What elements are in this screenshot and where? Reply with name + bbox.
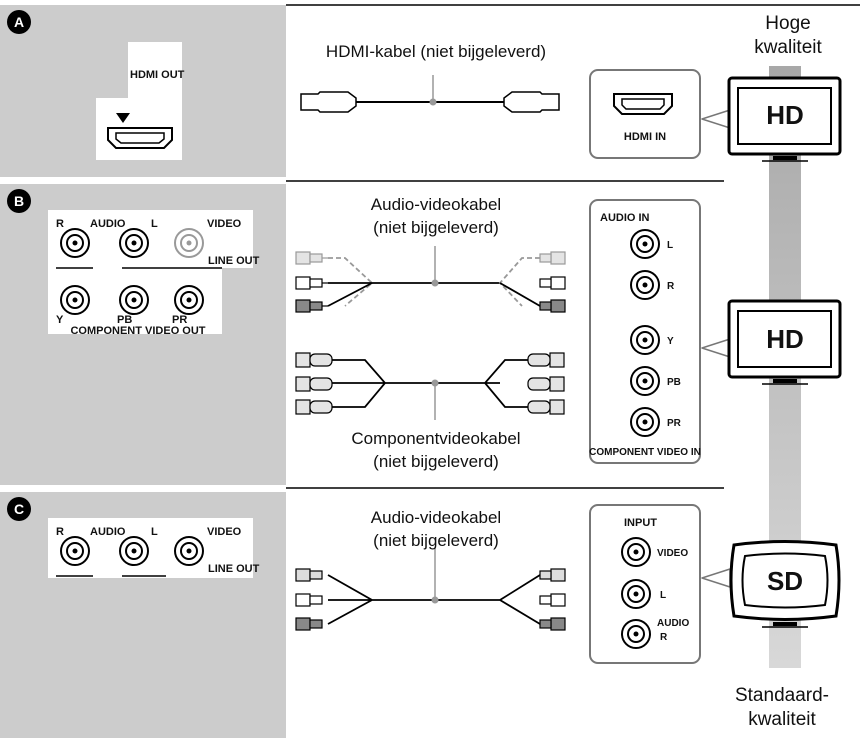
tv-hd-middle-label: HD [766, 324, 804, 354]
player-c-l-label: L [151, 526, 158, 538]
tv-b-audio-l-jack [630, 229, 660, 259]
tv-b-pb-jack [630, 366, 660, 396]
av-cable-c-label-line2: (niet bijgeleverd) [373, 531, 499, 550]
player-b-l-label: L [151, 218, 158, 230]
player-b-video-label: VIDEO [207, 218, 242, 230]
badge-b: B [7, 189, 31, 213]
player-c-audio-r-jack [60, 536, 90, 566]
player-c-audio-l-jack [119, 536, 149, 566]
hdmi-cable-icon [300, 75, 560, 113]
hdmi-cable-label: HDMI-kabel (niet bijgeleverd) [326, 42, 546, 61]
component-cable-icon [295, 352, 565, 420]
badge-a: A [7, 10, 31, 34]
hdmi-out-label: HDMI OUT [130, 69, 185, 81]
player-line-out-panel-b: R AUDIO L VIDEO LINE OUT Y PB PR COMPONE… [48, 210, 260, 337]
tv-b-r-label: R [667, 281, 675, 292]
quality-standard-label: Standaard-kwaliteit [734, 685, 829, 730]
tv-audio-component-in-panel: AUDIO IN L R Y PB PR COMPONENT VIDEO IN [589, 199, 701, 464]
player-hdmi-panel: HDMI OUT [96, 42, 185, 160]
tv-b-pb-label: PB [667, 377, 681, 388]
tv-b-y-jack [630, 325, 660, 355]
player-b-audio-r-jack [60, 228, 90, 258]
tv-b-audio-r-jack [630, 270, 660, 300]
tv-hd-middle: HD [701, 299, 842, 385]
player-b-r-label: R [56, 218, 64, 230]
component-video-in-label: COMPONENT VIDEO IN [589, 447, 701, 458]
tv-c-video-label: VIDEO [657, 548, 688, 559]
player-b-pb-label: PB [117, 314, 132, 326]
av-cable-c-label-line1: Audio-videokabel [371, 508, 501, 527]
av-cable-c-icon [295, 548, 566, 631]
player-b-audio-label: AUDIO [90, 218, 126, 230]
av-cable-b-icon [295, 246, 566, 313]
player-c-audio-label: AUDIO [90, 526, 126, 538]
tv-c-l-label: L [660, 590, 666, 601]
badge-b-label: B [14, 193, 24, 209]
player-b-y-label: Y [56, 314, 64, 326]
tv-hdmi-in-panel: HDMI IN [589, 69, 701, 159]
badge-c-label: C [14, 501, 24, 517]
player-b-pb-jack [119, 285, 149, 315]
av-cable-b-label-line2: (niet bijgeleverd) [373, 218, 499, 237]
player-b-pr-jack [174, 285, 204, 315]
component-video-out-label: COMPONENT VIDEO OUT [70, 325, 205, 337]
tv-c-audio-r-jack [621, 619, 651, 649]
down-triangle-icon [116, 113, 130, 123]
tv-hd-top: HD [701, 76, 842, 162]
quality-high-label: Hoge kwaliteit [754, 13, 822, 58]
tv-b-y-label: Y [667, 336, 674, 347]
player-c-r-label: R [56, 526, 64, 538]
tv-sd-bottom: SD [701, 540, 841, 628]
input-label: INPUT [624, 517, 657, 529]
tv-c-audio-l-jack [621, 579, 651, 609]
tv-b-l-label: L [667, 240, 673, 251]
player-b-video-jack [174, 228, 204, 258]
player-line-out-panel-c: R AUDIO L VIDEO LINE OUT [48, 518, 260, 578]
tv-c-video-jack [621, 537, 651, 567]
component-cable-label-line2: (niet bijgeleverd) [373, 452, 499, 471]
badge-a-label: A [14, 14, 24, 30]
player-c-video-label: VIDEO [207, 526, 242, 538]
audio-in-label: AUDIO IN [600, 212, 650, 224]
tv-b-pr-jack [630, 407, 660, 437]
tv-c-r-label: R [660, 632, 668, 643]
player-c-line-out-label: LINE OUT [208, 563, 260, 575]
player-c-video-jack [174, 536, 204, 566]
tv-input-panel: INPUT VIDEO L AUDIO R [589, 504, 701, 664]
hdmi-out-port [107, 127, 173, 149]
badge-c: C [7, 497, 31, 521]
tv-sd-bottom-label: SD [767, 566, 803, 596]
component-cable-label-line1: Componentvideokabel [351, 429, 520, 448]
player-b-y-jack [60, 285, 90, 315]
player-b-pr-label: PR [172, 314, 187, 326]
tv-c-audio-label: AUDIO [657, 618, 689, 629]
av-cable-b-label-line1: Audio-videokabel [371, 195, 501, 214]
tv-b-pr-label: PR [667, 418, 682, 429]
player-b-line-out-label: LINE OUT [208, 255, 260, 267]
hdmi-in-label: HDMI IN [624, 131, 666, 143]
player-b-audio-l-jack [119, 228, 149, 258]
tv-hd-top-label: HD [766, 100, 804, 130]
